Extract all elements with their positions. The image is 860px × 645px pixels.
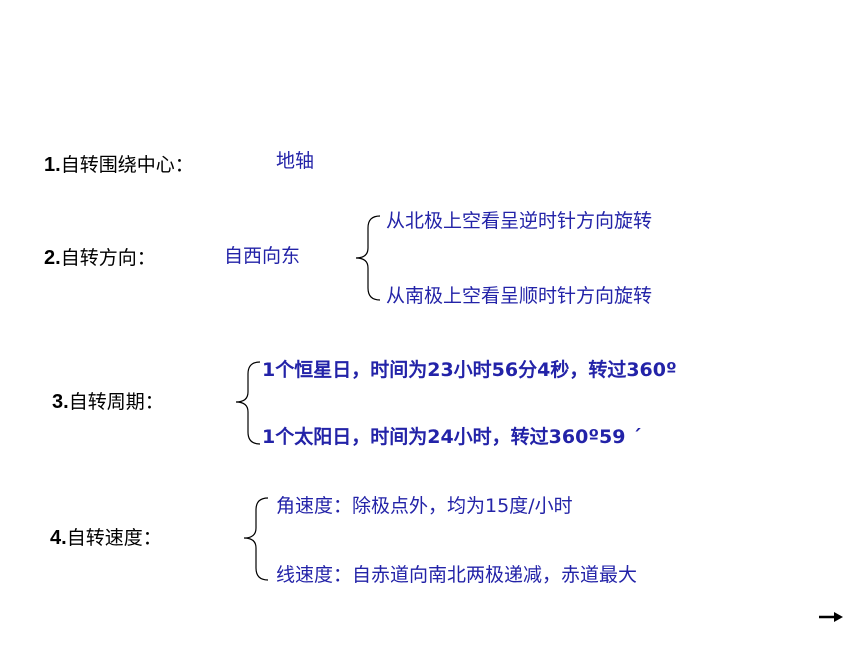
item-2-label: 2.自转方向：: [44, 243, 156, 270]
item-1-number: 1.: [44, 154, 61, 176]
item-4-text: 自转速度：: [66, 527, 162, 549]
item-4-label: 4.自转速度：: [50, 523, 162, 550]
item-3-label: 3.自转周期：: [52, 387, 164, 414]
item-4-sub-1: 角速度：除极点外，均为15度/小时: [276, 495, 573, 517]
right-arrow-icon[interactable]: [818, 610, 844, 624]
item-3-brace: [235, 361, 261, 445]
item-2-number: 2.: [44, 247, 61, 269]
item-2-value: 自西向东: [224, 245, 301, 267]
item-2-brace: [355, 215, 381, 301]
item-1-label: 1.自转围绕中心：: [44, 150, 194, 177]
item-4-number: 4.: [50, 527, 67, 549]
item-1-value: 地轴: [276, 150, 315, 172]
item-2-sub-1: 从北极上空看呈逆时针方向旋转: [386, 210, 653, 232]
item-4-sub-2: 线速度：自赤道向南北两极递减，赤道最大: [276, 564, 638, 586]
item-3-number: 3.: [52, 391, 69, 413]
item-4-brace: [243, 497, 269, 581]
item-3-sub-1: 1个恒星日，时间为23小时56分4秒，转过360º: [262, 359, 677, 381]
item-2-text: 自转方向：: [60, 247, 156, 269]
item-2-sub-2: 从南极上空看呈顺时针方向旋转: [386, 285, 653, 307]
item-3-text: 自转周期：: [68, 391, 164, 413]
item-1-text: 自转围绕中心：: [60, 154, 194, 176]
item-3-sub-2: 1个太阳日，时间为24小时，转过360º59 ´: [262, 426, 642, 448]
